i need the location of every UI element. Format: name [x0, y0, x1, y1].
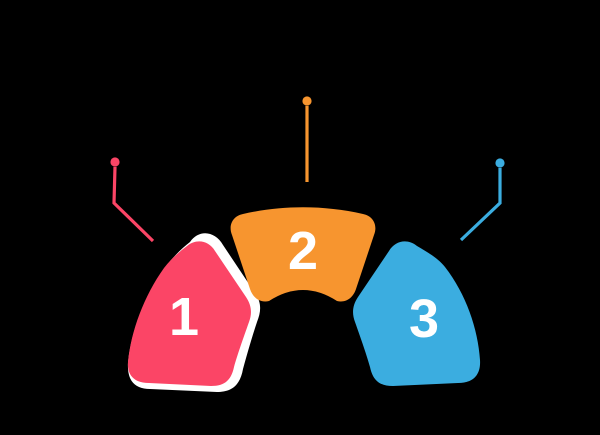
connector-1	[110, 157, 155, 243]
connector-3	[459, 158, 505, 242]
connector-3-dot	[495, 158, 505, 168]
connector-1-line	[112, 166, 155, 243]
segment-1-shape	[127, 241, 251, 386]
segment-3-label: 3	[409, 289, 439, 349]
segment-2-shape	[230, 207, 376, 302]
connector-3-line	[459, 168, 502, 242]
segment-1-label: 1	[169, 287, 199, 347]
segment-2-label: 2	[288, 221, 318, 281]
connector-1-dot	[110, 157, 120, 167]
connector-2	[302, 96, 312, 182]
connector-2-dot	[302, 96, 312, 106]
segment-3-shape	[353, 241, 481, 386]
